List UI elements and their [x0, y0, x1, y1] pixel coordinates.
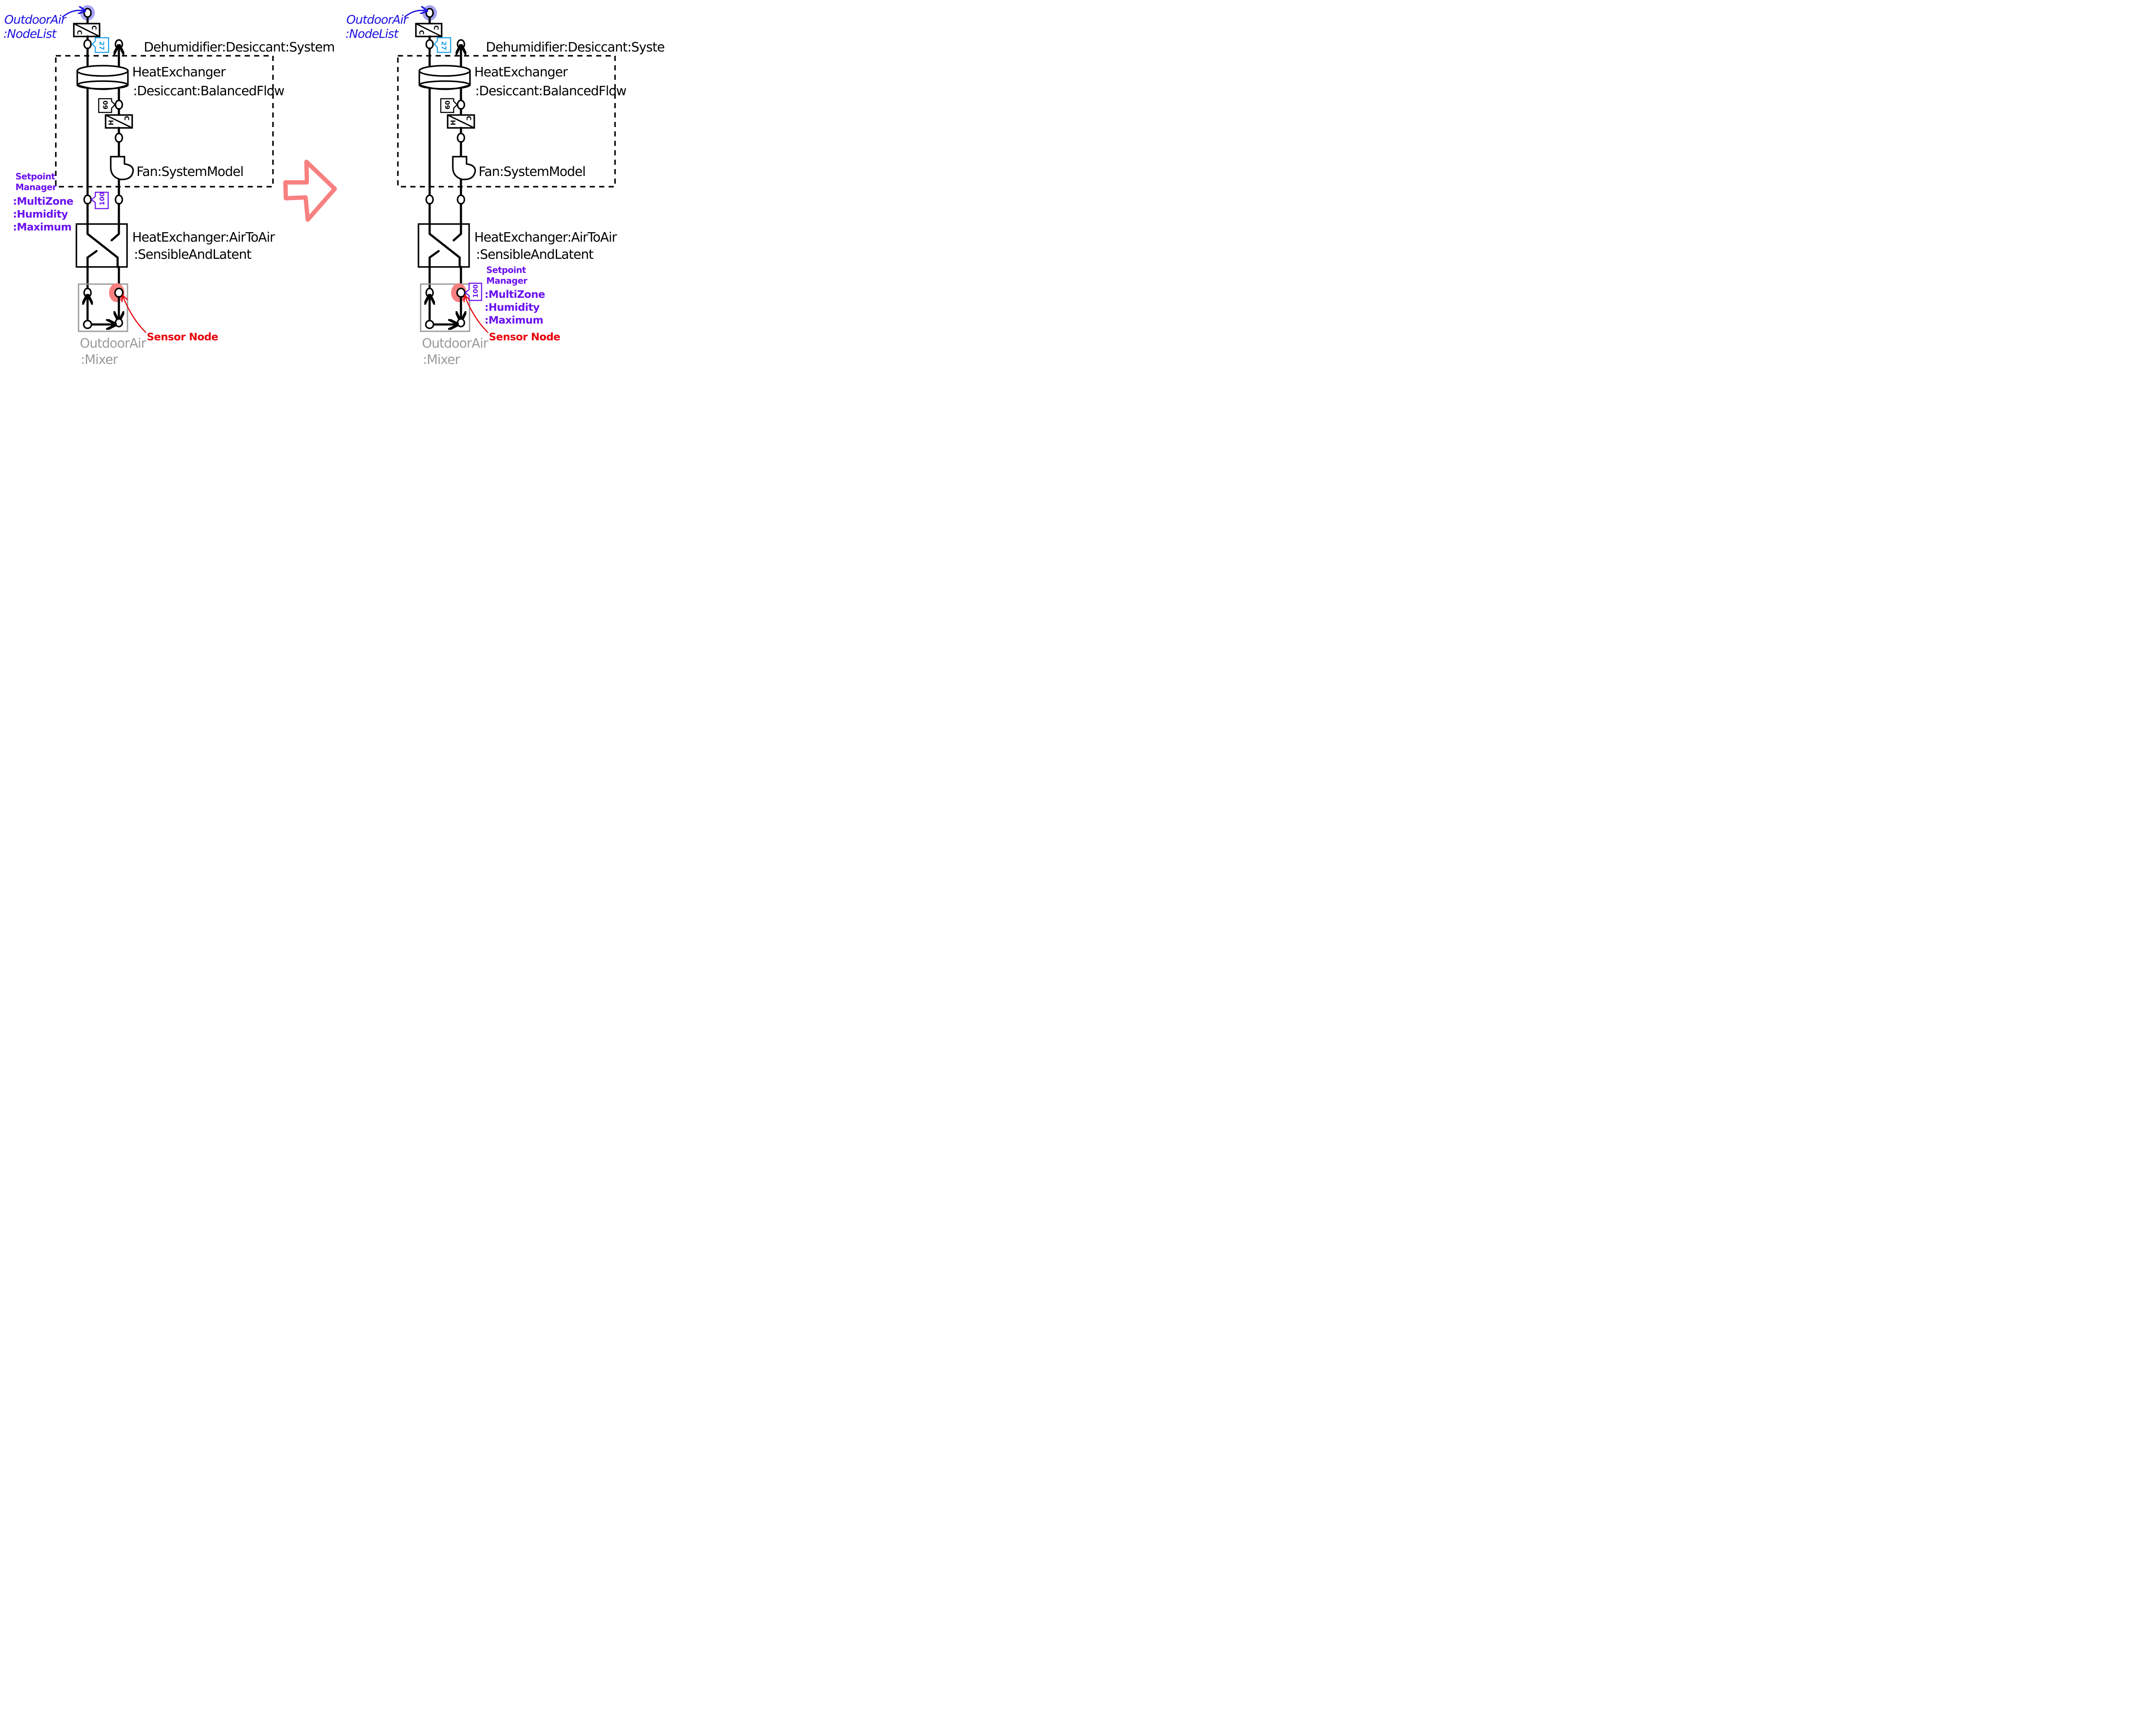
air-to-air-hx-label-1: HeatExchanger:AirToAir	[132, 230, 275, 245]
tag-60: 60	[440, 98, 458, 113]
svg-text:C: C	[90, 25, 98, 30]
outdoor-air-pointer-arrow	[404, 10, 426, 18]
setpoint-manager-label: Setpoint Manager :MultiZone :Humidity :M…	[13, 171, 73, 233]
svg-text:27: 27	[440, 41, 448, 50]
svg-text::Maximum: :Maximum	[13, 221, 71, 233]
svg-text:H: H	[449, 120, 457, 125]
mixer-label-1: OutdoorAir	[80, 336, 146, 351]
sensor-node	[456, 288, 466, 298]
desiccant-hx-label-1: HeatExchanger	[132, 65, 226, 80]
setpoint-manager-tag: 100	[464, 282, 482, 301]
outdoor-coil-icon: C C	[415, 23, 443, 37]
sensor-node-label: Sensor Node	[147, 331, 218, 343]
desiccant-system-boundary	[55, 55, 274, 188]
fan-outlet-node	[457, 133, 465, 143]
mixer-return-node	[425, 320, 434, 329]
svg-text:60: 60	[444, 100, 452, 109]
desiccant-system-boundary	[397, 55, 616, 188]
mixer-return-node	[83, 320, 92, 329]
air-to-air-heat-exchanger-icon	[76, 223, 128, 268]
outdoor-air-nodelist-label-1: OutdoorAir	[4, 12, 67, 27]
sensor-pointer-arrow	[465, 297, 488, 333]
mixer-label-2: :Mixer	[423, 352, 461, 367]
system-label: Dehumidifier:Desiccant:System	[486, 40, 665, 55]
air-to-air-hx-label-2: :SensibleAndLatent	[476, 247, 594, 262]
svg-text:Manager: Manager	[15, 182, 57, 192]
desiccant-heat-exchanger-icon	[76, 65, 129, 90]
air-to-air-heat-exchanger-icon	[418, 223, 470, 268]
outdoor-air-node	[425, 8, 434, 18]
svg-text::MultiZone: :MultiZone	[485, 288, 545, 300]
svg-text:C: C	[418, 30, 425, 35]
mixer-oa-outlet-node	[83, 288, 92, 298]
regen-inlet-node	[457, 194, 465, 205]
transition-arrow	[283, 160, 337, 222]
diagram-before: OutdoorAir :NodeList C C 27 Dehumidifier…	[3, 5, 335, 367]
svg-text:C: C	[432, 25, 440, 30]
air-to-air-hx-label-2: :SensibleAndLatent	[134, 247, 252, 262]
outdoor-inlet-node	[83, 39, 92, 49]
mixer-relief-node	[115, 318, 123, 327]
outdoor-inlet-node	[425, 39, 434, 49]
svg-text:Setpoint: Setpoint	[15, 171, 55, 182]
outdoor-air-nodelist-label-2: :NodeList	[3, 27, 57, 41]
svg-text::Humidity: :Humidity	[13, 208, 68, 220]
svg-text:C: C	[76, 30, 83, 35]
svg-text:60: 60	[102, 100, 109, 109]
svg-text:Manager: Manager	[486, 276, 527, 286]
tag-27: 27	[91, 37, 109, 53]
svg-text::Humidity: :Humidity	[485, 301, 540, 313]
outdoor-air-node	[83, 8, 92, 18]
mixer-relief-node	[457, 318, 465, 327]
mixer-label-2: :Mixer	[81, 352, 118, 367]
svg-text:H: H	[107, 120, 115, 125]
regen-heater-icon: H C	[105, 114, 133, 129]
tag-27: 27	[433, 37, 452, 53]
process-outlet-node	[425, 194, 434, 205]
fan-label: Fan:SystemModel	[136, 164, 243, 179]
sensor-pointer-arrow	[123, 297, 146, 333]
diagram-canvas: OutdoorAir :NodeList C C 27 Dehumidifier…	[3, 5, 665, 367]
svg-text::Maximum: :Maximum	[485, 314, 543, 326]
setpoint-manager-tag: 100	[90, 191, 109, 209]
regen-inlet-node	[115, 194, 123, 205]
process-outlet-node	[83, 194, 92, 205]
outdoor-air-nodelist-label-2: :NodeList	[346, 27, 399, 41]
mixer-label-1: OutdoorAir	[422, 336, 488, 351]
fan-label: Fan:SystemModel	[479, 164, 585, 179]
regen-outlet-node	[115, 39, 123, 49]
outdoor-coil-icon: C C	[73, 23, 100, 37]
sensor-node	[114, 288, 124, 298]
svg-text::MultiZone: :MultiZone	[13, 195, 73, 207]
svg-text:100: 100	[98, 192, 106, 206]
svg-text:C: C	[465, 116, 473, 121]
svg-text:100: 100	[472, 285, 479, 298]
desiccant-hx-label-2: :Desiccant:BalancedFlow	[475, 84, 627, 99]
mixer-oa-outlet-node	[425, 288, 434, 298]
fan-icon	[110, 156, 134, 180]
setpoint-manager-label: Setpoint Manager :MultiZone :Humidity :M…	[485, 265, 545, 326]
svg-text:27: 27	[98, 41, 106, 50]
svg-text:C: C	[123, 116, 130, 121]
regen-outlet-node	[457, 39, 465, 49]
svg-text:Setpoint: Setpoint	[486, 265, 526, 275]
system-label: Dehumidifier:Desiccant:System	[144, 40, 334, 55]
regen-heater-icon: H C	[447, 114, 475, 129]
regen-heater-outlet-node	[115, 100, 123, 110]
outdoor-air-nodelist-label-1: OutdoorAir	[346, 12, 409, 27]
regen-heater-outlet-node	[457, 100, 465, 110]
outdoor-air-pointer-arrow	[62, 10, 84, 18]
desiccant-hx-label-1: HeatExchanger	[474, 65, 568, 80]
fan-outlet-node	[115, 133, 123, 143]
tag-60: 60	[98, 98, 116, 113]
air-to-air-hx-label-1: HeatExchanger:AirToAir	[474, 230, 617, 245]
diagram-after: OutdoorAir :NodeList C C 27 Dehumidifier…	[346, 5, 665, 367]
desiccant-heat-exchanger-icon	[418, 65, 471, 90]
desiccant-hx-label-2: :Desiccant:BalancedFlow	[133, 84, 285, 99]
sensor-node-label: Sensor Node	[489, 331, 560, 343]
fan-icon	[452, 156, 476, 180]
